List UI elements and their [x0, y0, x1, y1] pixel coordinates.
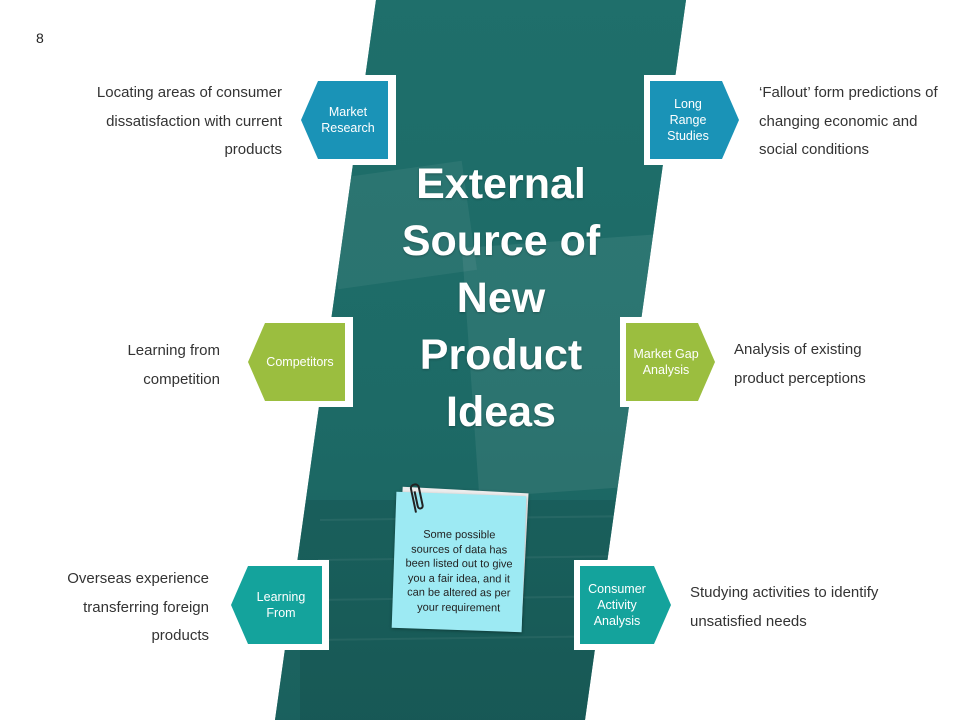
diagram-title: External Source of New Product Ideas [372, 156, 630, 441]
long-range-studies-tag: Long Range Studies [644, 75, 744, 165]
long-range-studies-description: ‘Fallout’ form predictions of changing e… [759, 84, 938, 158]
market-gap-analysis-description: Analysis of existing product perceptions [734, 341, 866, 387]
consumer-activity-analysis-description: Studying activities to identify unsatisf… [690, 584, 879, 630]
learning-from-description: Overseas experience transferring foreign… [67, 570, 209, 644]
market-research-label: Market [328, 105, 368, 119]
market-research-tag: Market Research [296, 75, 396, 165]
title-line: New [456, 274, 546, 322]
consumer-activity-analysis-tag: Consumer Activity Analysis [574, 560, 676, 650]
competitors-label: Competitors [266, 355, 334, 369]
title-line: External [416, 160, 586, 208]
competitors-tag: Competitors [243, 317, 353, 407]
note-text: Some possible sources of data has been l… [405, 528, 513, 614]
market-research-description: Locating areas of consumer dissatisfacti… [96, 84, 282, 158]
long-range-studies-label: Long [674, 97, 702, 111]
page-number: 8 [36, 30, 44, 46]
market-gap-analysis-tag: Market Gap Analysis [620, 317, 720, 407]
title-line: Product [419, 331, 583, 379]
learning-from-tag: Learning From [226, 560, 329, 650]
competitors-description: Learning from competition [127, 342, 220, 388]
title-line: Ideas [446, 388, 556, 436]
paperclip-icon [410, 483, 424, 513]
learning-from-label: Learning [256, 590, 306, 604]
title-line: Source of [401, 217, 601, 265]
consumer-activity-analysis-label: Consumer [588, 582, 646, 596]
market-gap-analysis-label: Market Gap [633, 347, 699, 361]
